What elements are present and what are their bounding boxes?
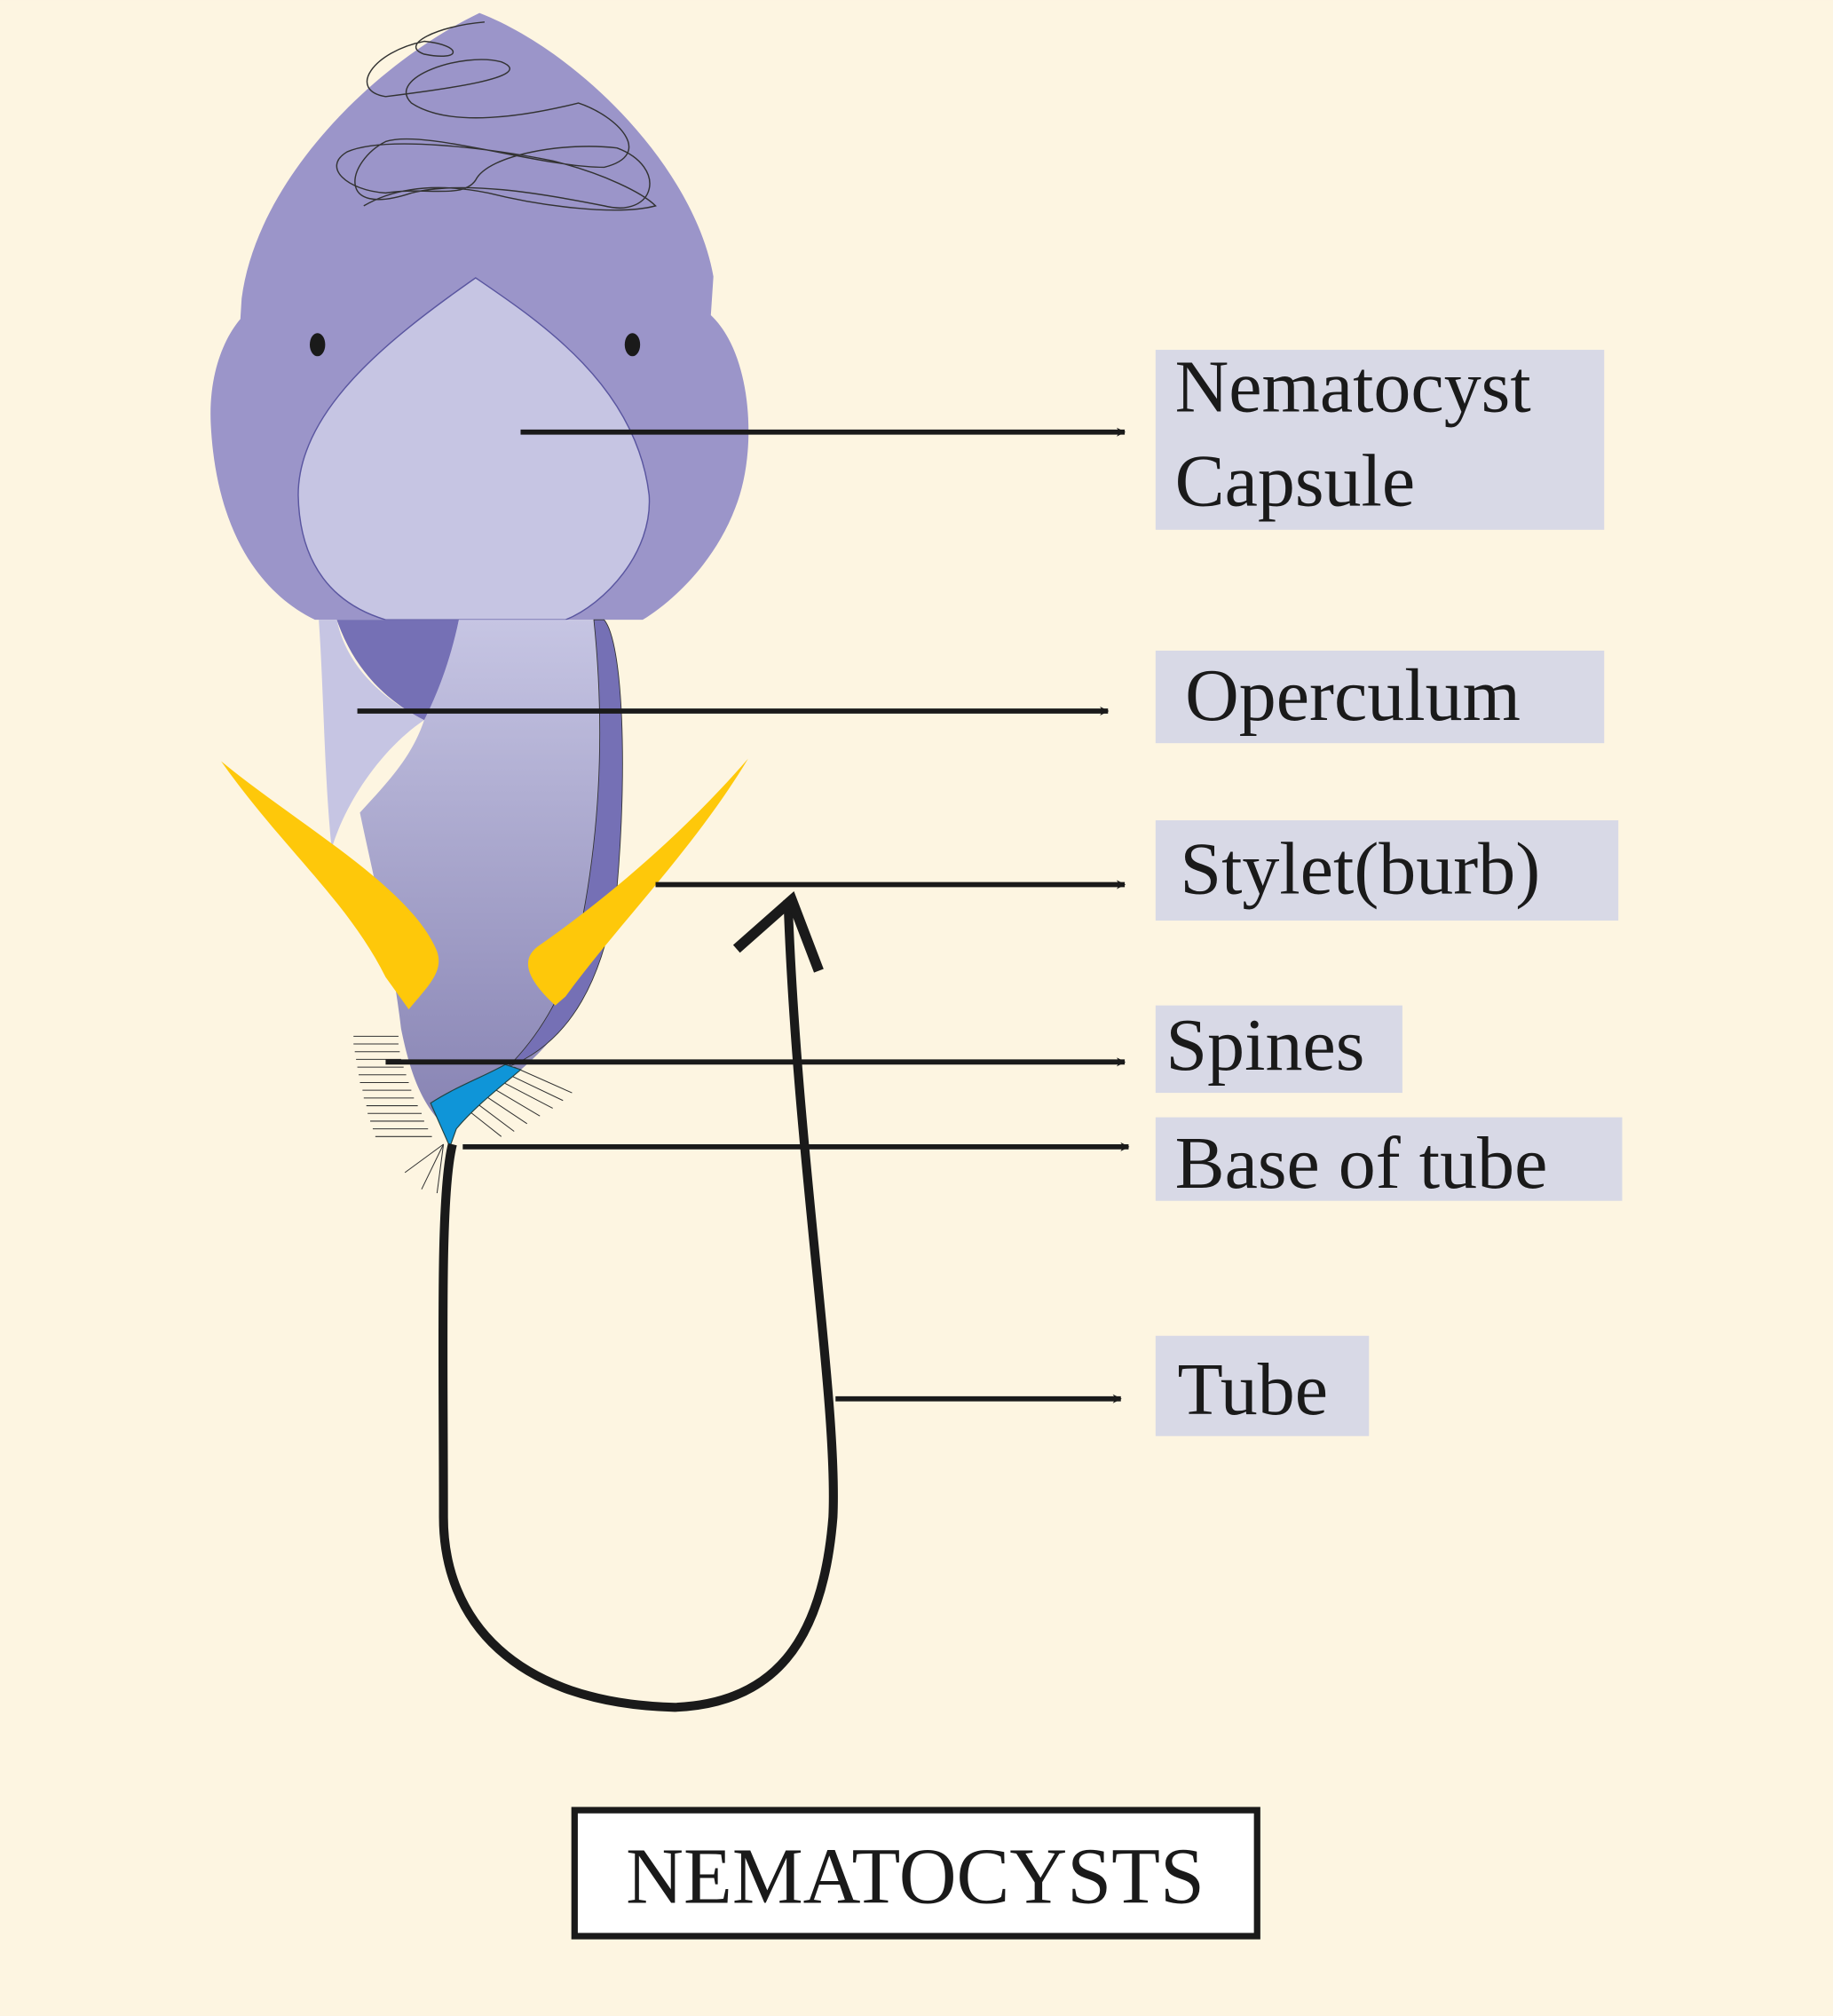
tube	[438, 899, 838, 1712]
label-text: Capsule	[1175, 439, 1416, 522]
coiled-thread	[336, 21, 657, 211]
label-text: Spines	[1165, 1004, 1364, 1087]
label-text: Base of tube	[1175, 1122, 1548, 1205]
label-text: Nematocyst	[1175, 346, 1531, 429]
label-text: Tube	[1177, 1348, 1328, 1431]
tube-arrowhead	[732, 890, 824, 973]
title-box: NEMATOCYSTS	[571, 1806, 1260, 1940]
operculum	[319, 619, 623, 1126]
stylet-left	[221, 761, 439, 1009]
diagram-title: NEMATOCYSTS	[626, 1832, 1205, 1920]
label-text: Operculum	[1185, 654, 1521, 737]
label-tube: Tube	[1155, 1335, 1370, 1436]
capsule	[210, 12, 749, 621]
label-operculum: Operculum	[1155, 650, 1605, 744]
label-text: Stylet(burb)	[1180, 828, 1540, 911]
pore-right	[624, 333, 641, 357]
label-spines: Spines	[1155, 1004, 1402, 1094]
label-capsule: Nematocyst Capsule	[1155, 346, 1605, 530]
stylet-right	[527, 758, 748, 1006]
pore-left	[309, 333, 326, 357]
tube-base	[430, 1063, 522, 1149]
label-base-of-tube: Base of tube	[1155, 1117, 1623, 1205]
label-stylet: Stylet(burb)	[1155, 820, 1619, 921]
